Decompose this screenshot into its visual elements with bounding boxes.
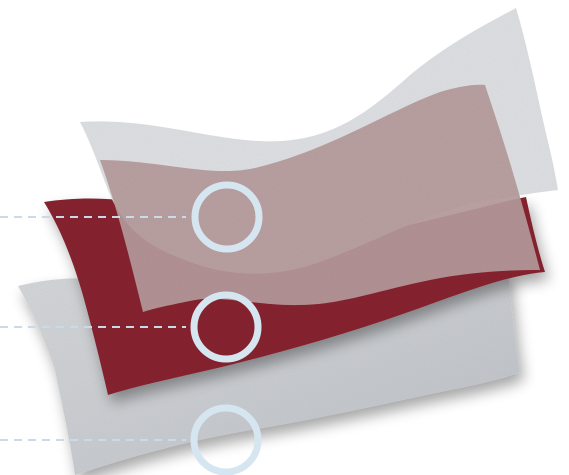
ring-marker-2 bbox=[190, 291, 262, 363]
markers-group bbox=[0, 181, 263, 475]
ring-marker-3 bbox=[190, 404, 262, 475]
ring-marker-1 bbox=[191, 181, 263, 253]
overlay-fabric-layer bbox=[100, 84, 540, 312]
